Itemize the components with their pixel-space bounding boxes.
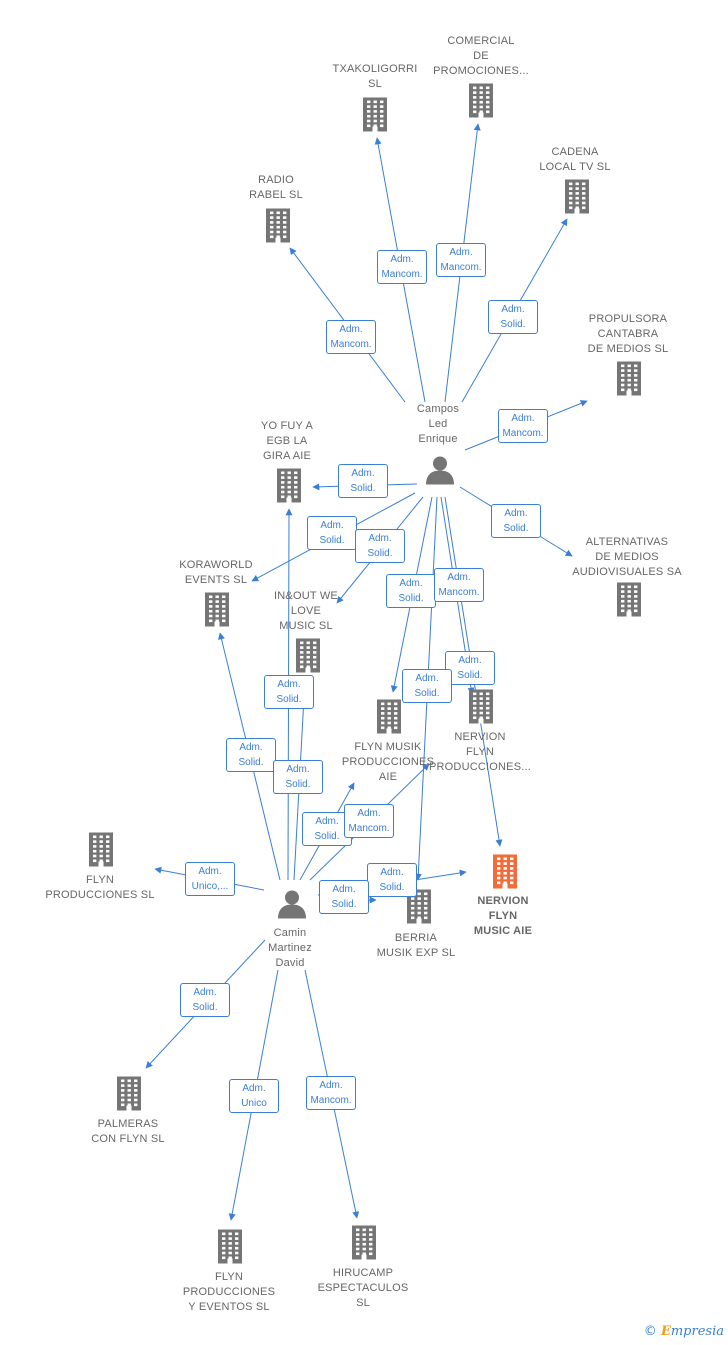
relation-label-camin-palmeras[interactable]: Adm. Solid. (180, 983, 230, 1017)
relation-label-campos-yofuy[interactable]: Adm. Solid. (338, 464, 388, 498)
relation-label-campos-propulsora[interactable]: Adm. Mancom. (498, 409, 548, 443)
node-koraworld[interactable] (203, 591, 231, 632)
node-label-txakoligorri[interactable]: TXAKOLIGORRI SL (332, 63, 418, 90)
node-alternativas[interactable] (615, 581, 643, 622)
building-icon (296, 638, 320, 673)
node-label-camin[interactable]: Camin Martinez David (268, 927, 312, 969)
relation-label-campos-comercial[interactable]: Adm. Mancom. (436, 243, 486, 277)
node-campos[interactable] (425, 455, 455, 490)
relation-label-campos-koraworld[interactable]: Adm. Solid. (307, 516, 357, 550)
relation-label-campos-inout[interactable]: Adm. Solid. (355, 529, 405, 563)
building-icon (363, 97, 387, 132)
person-icon (278, 890, 306, 919)
node-txakoligorri[interactable] (361, 96, 389, 137)
building-icon (352, 1225, 376, 1260)
node-label-hirucamp[interactable]: HIRUCAMP ESPECTACULOS SL (317, 1267, 409, 1309)
relation-label-campos-berria[interactable]: Adm. Solid. (402, 669, 452, 703)
node-comercial[interactable] (467, 82, 495, 123)
node-label-koraworld[interactable]: KORAWORLD EVENTS SL (179, 559, 253, 586)
relation-label-campos-alternativas[interactable]: Adm. Solid. (491, 504, 541, 538)
building-icon (218, 1229, 242, 1264)
building-icon (617, 361, 641, 396)
node-label-campos[interactable]: Campos Led Enrique (416, 403, 460, 445)
node-label-berria[interactable]: BERRIA MUSIK EXP SL (376, 932, 456, 959)
node-label-radio[interactable]: RADIO RABEL SL (249, 174, 303, 201)
node-label-alternativas[interactable]: ALTERNATIVAS DE MEDIOS AUDIOVISUALES SA (572, 536, 682, 578)
node-nervionflyn[interactable] (467, 688, 495, 729)
node-hirucamp[interactable] (350, 1224, 378, 1265)
node-label-palmeras[interactable]: PALMERAS CON FLYN SL (91, 1118, 165, 1145)
relation-label-camin-koraworld[interactable]: Adm. Solid. (226, 738, 276, 772)
node-label-nervionmain[interactable]: NERVION FLYN MUSIC AIE (473, 895, 533, 937)
node-flynprod[interactable] (87, 831, 115, 872)
node-label-cadena[interactable]: CADENA LOCAL TV SL (539, 146, 611, 173)
relation-label-camin-hirucamp[interactable]: Adm. Mancom. (306, 1076, 356, 1110)
node-flynmusik[interactable] (375, 698, 403, 739)
copyright-symbol: © (643, 1324, 657, 1339)
relation-label-camin-flynprodeventos[interactable]: Adm. Unico (229, 1079, 279, 1113)
relation-label-camin-yofuy[interactable]: Adm. Solid. (264, 675, 314, 709)
relation-label-camin-berria[interactable]: Adm. Solid. (319, 880, 369, 914)
node-inout[interactable] (294, 637, 322, 678)
building-icon (377, 699, 401, 734)
relation-label-camin-flynmusik[interactable]: Adm. Solid. (302, 812, 352, 846)
edges-layer (145, 123, 588, 1221)
building-icon (277, 468, 301, 503)
brand-name: mpresia (670, 1324, 724, 1339)
copyright-credit: © Empresia (644, 1324, 724, 1339)
node-nervionmain[interactable] (491, 853, 519, 894)
node-label-flynprodeventos[interactable]: FLYN PRODUCCIONES Y EVENTOS SL (182, 1271, 276, 1313)
building-icon (469, 689, 493, 724)
node-label-comercial[interactable]: COMERCIAL DE PROMOCIONES... (433, 35, 529, 77)
relation-label-campos-radio[interactable]: Adm. Mancom. (326, 320, 376, 354)
node-flynprodeventos[interactable] (216, 1228, 244, 1269)
building-icon (469, 83, 493, 118)
building-icon (205, 592, 229, 627)
node-label-yofuy[interactable]: YO FUY A EGB LA GIRA AIE (260, 420, 314, 462)
node-yofuy[interactable] (275, 467, 303, 508)
relation-label-campos-flynmusik[interactable]: Adm. Solid. (386, 574, 436, 608)
building-icon (407, 889, 431, 924)
node-label-nervionflyn[interactable]: NERVION FLYN PRODUCCIONES... (428, 731, 531, 773)
person-icon (426, 456, 454, 485)
building-icon (117, 1076, 141, 1111)
building-icon (565, 179, 589, 214)
brand-initial: E (660, 1324, 671, 1339)
node-camin[interactable] (277, 889, 307, 924)
building-icon (89, 832, 113, 867)
relation-label-camin-nervionmain[interactable]: Adm. Solid. (367, 863, 417, 897)
relation-label-campos-txakoligorri[interactable]: Adm. Mancom. (377, 250, 427, 284)
relation-label-campos-nervionflyn[interactable]: Adm. Mancom. (434, 568, 484, 602)
relation-label-camin-flynprod[interactable]: Adm. Unico,... (185, 862, 235, 896)
relation-label-camin-nervionflyn[interactable]: Adm. Mancom. (344, 804, 394, 838)
relation-label-camin-inout[interactable]: Adm. Solid. (273, 760, 323, 794)
relation-label-campos-cadena[interactable]: Adm. Solid. (488, 300, 538, 334)
node-label-flynprod[interactable]: FLYN PRODUCCIONES SL (45, 874, 155, 901)
relation-label-campos-nervionmain[interactable]: Adm. Solid. (445, 651, 495, 685)
node-propulsora[interactable] (615, 360, 643, 401)
node-radio[interactable] (264, 207, 292, 248)
node-label-inout[interactable]: IN&OUT WE LOVE MUSIC SL (274, 590, 338, 632)
node-palmeras[interactable] (115, 1075, 143, 1116)
node-label-flynmusik[interactable]: FLYN MUSIK PRODUCCIONES AIE (341, 741, 435, 783)
node-cadena[interactable] (563, 178, 591, 219)
node-label-propulsora[interactable]: PROPULSORA CANTABRA DE MEDIOS SL (587, 313, 669, 355)
node-berria[interactable] (405, 888, 433, 929)
building-icon (266, 208, 290, 243)
building-icon (493, 854, 517, 889)
building-icon (617, 582, 641, 617)
